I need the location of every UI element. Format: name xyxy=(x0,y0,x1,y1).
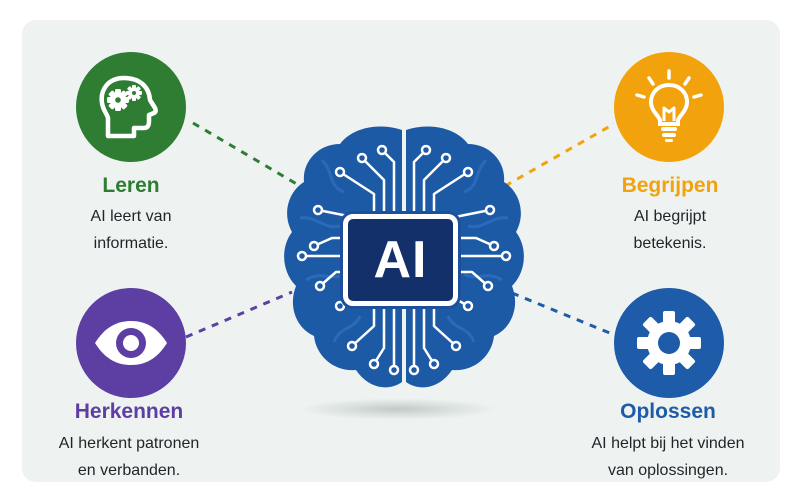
circuit-brain-icon xyxy=(284,126,524,388)
herkennen-title: Herkennen xyxy=(74,400,184,423)
oplossen-description: AI helpt bij het vinden van oplossingen. xyxy=(558,430,778,484)
begrijpen-desc-line1: AI begrijpt xyxy=(633,208,707,225)
begrijpen-title: Begrijpen xyxy=(621,174,719,197)
head-gears-icon xyxy=(99,75,158,139)
lightbulb-icon xyxy=(635,69,703,142)
oplossen-desc-line1: AI helpt bij het vinden xyxy=(591,435,745,452)
herkennen-desc-line1: AI herkent patronen xyxy=(58,435,200,452)
herkennen-circle xyxy=(76,288,186,398)
leren-circle xyxy=(76,52,186,162)
begrijpen-description: AI begrijpt betekenis. xyxy=(560,203,780,257)
connector-oplossen xyxy=(511,291,618,338)
leren-title: Leren xyxy=(102,174,160,197)
begrijpen-circle xyxy=(614,52,724,162)
leren-desc-line2: informatie. xyxy=(93,235,169,252)
brain-shadow xyxy=(298,398,498,420)
herkennen-desc-line2: en verbanden. xyxy=(77,462,181,479)
oplossen-title: Oplossen xyxy=(620,400,716,423)
herkennen-description: AI herkent patronen en verbanden. xyxy=(19,430,239,484)
gear-icon xyxy=(637,311,701,375)
leren-desc-line1: AI leert van xyxy=(90,208,172,225)
eye-icon xyxy=(95,321,167,365)
begrijpen-desc-line2: betekenis. xyxy=(633,235,707,252)
connector-leren xyxy=(192,121,301,188)
connector-begrijpen xyxy=(504,123,613,188)
leren-description: AI leert van informatie. xyxy=(21,203,241,257)
oplossen-desc-line2: van oplossingen. xyxy=(607,462,729,479)
connector-herkennen xyxy=(185,290,293,339)
ai-chip-label: AI xyxy=(343,214,458,306)
oplossen-circle xyxy=(614,288,724,398)
